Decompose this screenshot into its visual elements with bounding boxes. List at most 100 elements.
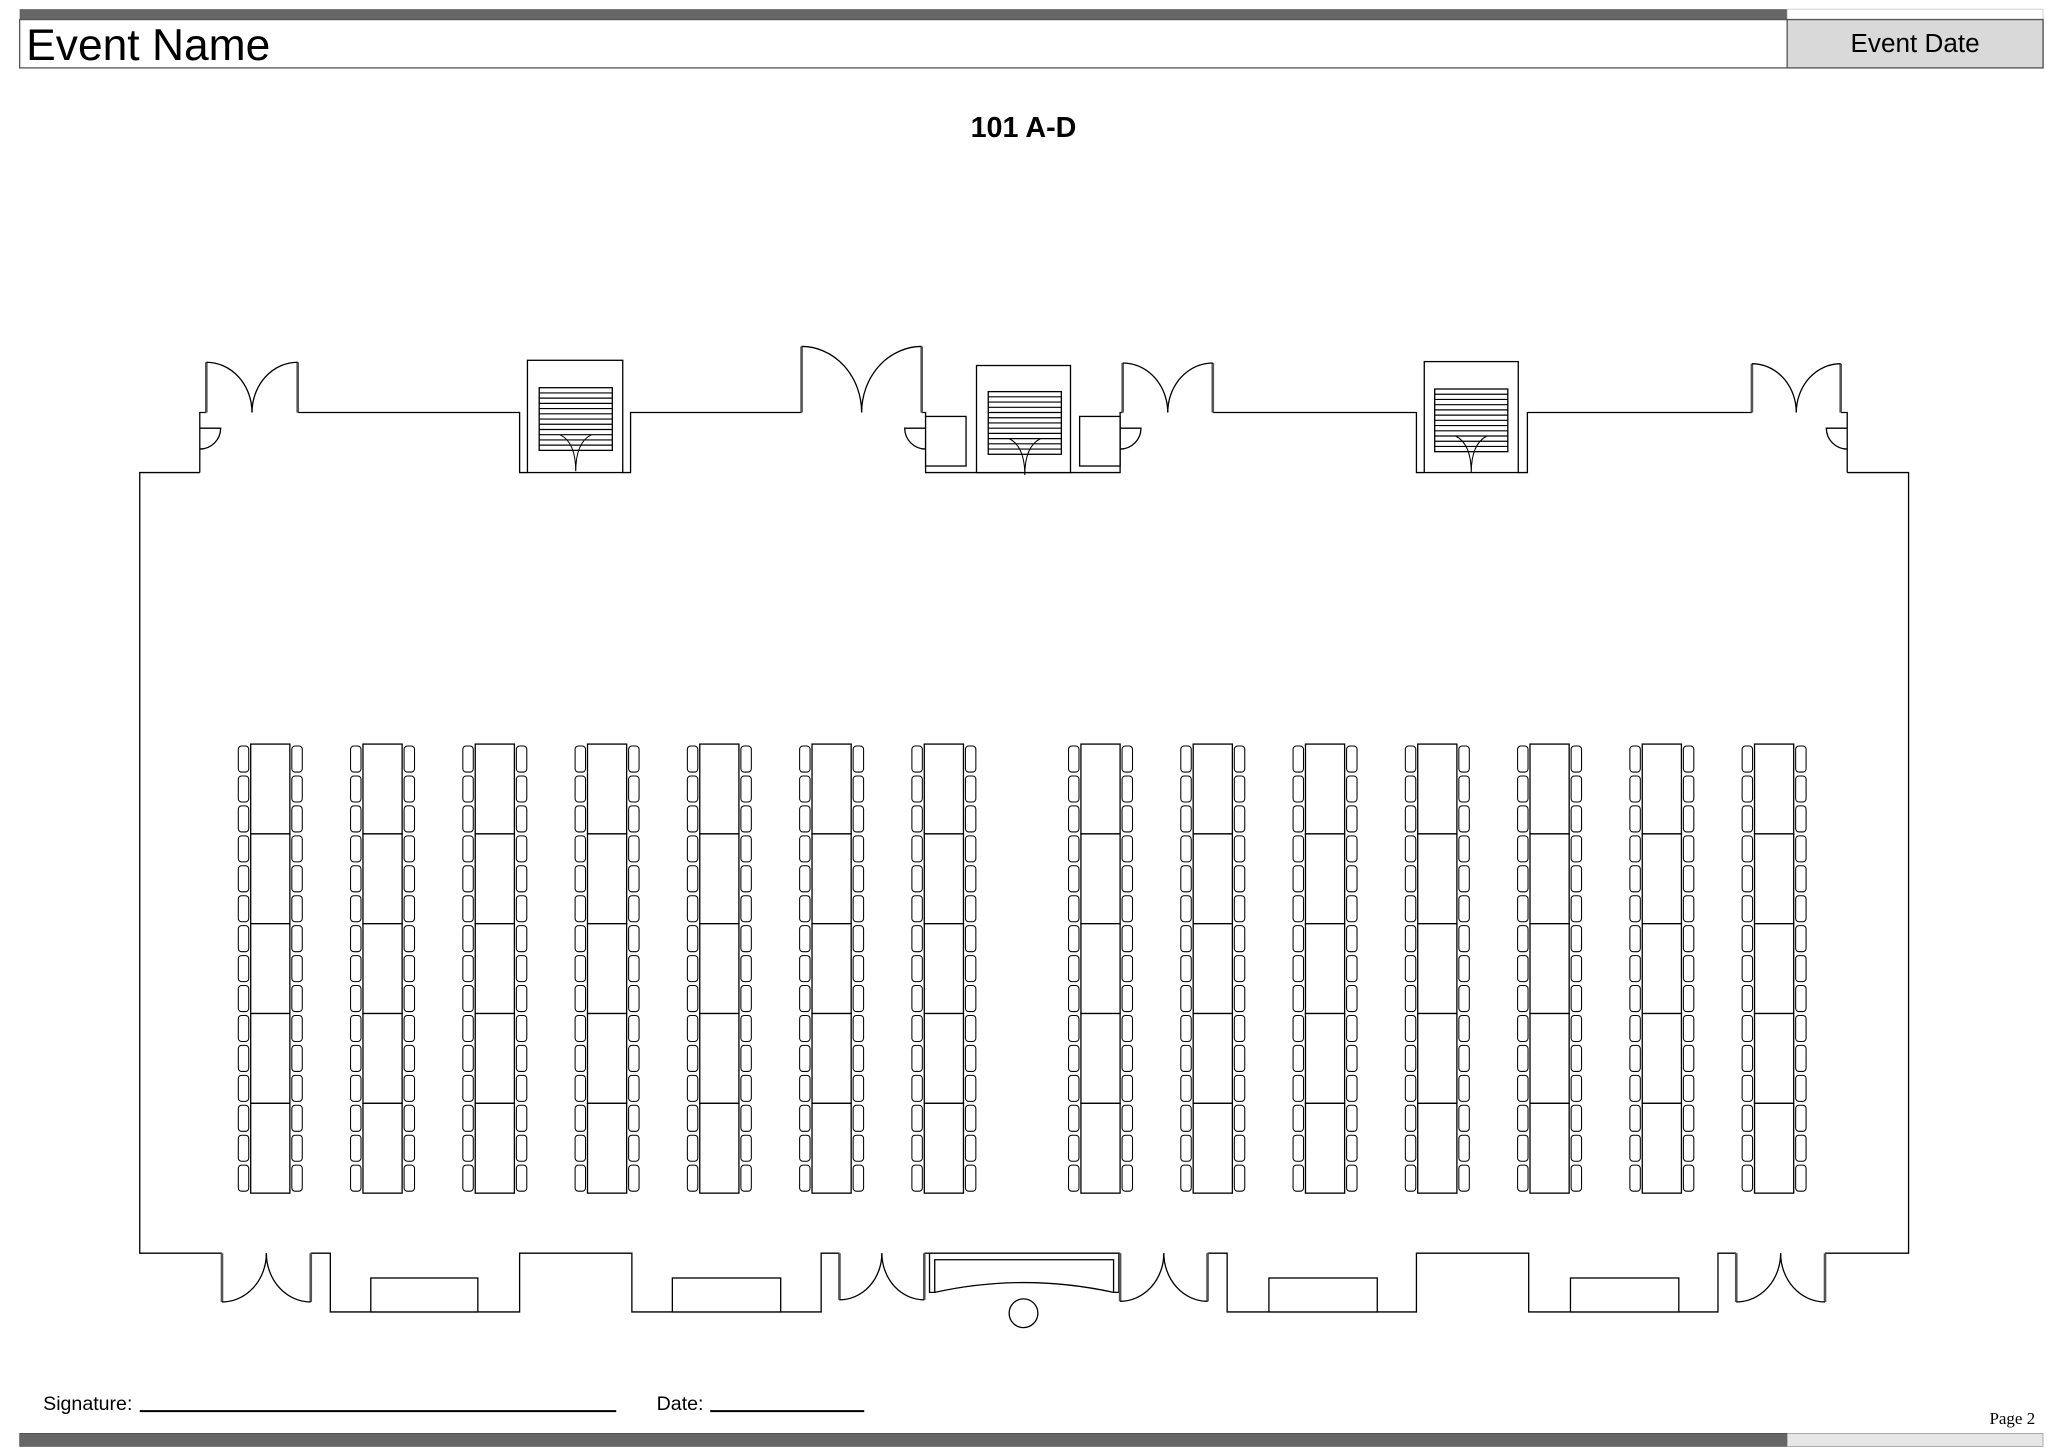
chair[interactable] [1068,1014,1080,1043]
table[interactable] [923,743,965,835]
chair[interactable] [1121,805,1134,833]
table[interactable] [699,833,740,925]
chair[interactable] [799,955,811,983]
chair[interactable] [1570,745,1583,773]
chair[interactable] [911,1014,923,1043]
table[interactable] [1753,743,1795,835]
chair[interactable] [964,775,977,803]
chair[interactable] [1741,865,1754,893]
chair[interactable] [628,1044,640,1072]
chair[interactable] [237,1074,250,1102]
chair[interactable] [1795,835,1807,863]
chair[interactable] [799,1164,811,1192]
double-door[interactable] [838,1253,926,1301]
table[interactable] [1304,833,1346,925]
chair[interactable] [1121,1164,1134,1192]
chair[interactable] [1068,925,1080,953]
chair[interactable] [350,1134,362,1162]
chair[interactable] [462,1014,474,1043]
table[interactable] [1192,1102,1234,1194]
chair[interactable] [1233,865,1246,893]
chair[interactable] [1570,775,1583,803]
chair[interactable] [740,925,752,953]
chair[interactable] [799,925,811,953]
chair[interactable] [1180,805,1192,833]
chair[interactable] [1068,1164,1080,1192]
chair[interactable] [1741,1134,1754,1162]
chair[interactable] [911,1044,923,1072]
chair[interactable] [799,775,811,803]
chair[interactable] [1517,865,1529,893]
chair[interactable] [1292,985,1305,1013]
chair[interactable] [237,1104,250,1132]
event-name[interactable]: Event Name [26,21,270,70]
table[interactable] [1417,743,1458,835]
chair[interactable] [515,1134,528,1162]
chair[interactable] [1292,805,1305,833]
chair[interactable] [462,1074,474,1102]
chair[interactable] [291,1104,303,1132]
chair[interactable] [1795,1014,1807,1043]
chair[interactable] [964,955,977,983]
chair[interactable] [628,865,640,893]
chair[interactable] [1458,865,1470,893]
chair[interactable] [686,955,699,983]
chair[interactable] [1570,805,1583,833]
chair[interactable] [350,1074,362,1102]
chair[interactable] [1517,955,1529,983]
chair[interactable] [515,835,528,863]
chair[interactable] [852,1014,865,1043]
chair[interactable] [515,775,528,803]
chair[interactable] [1292,1014,1305,1043]
chair[interactable] [964,835,977,863]
chair[interactable] [740,865,752,893]
chair[interactable] [852,1164,865,1192]
chair[interactable] [462,1134,474,1162]
chair[interactable] [1682,955,1695,983]
chair[interactable] [1570,1044,1583,1072]
chair[interactable] [291,835,303,863]
chair[interactable] [740,1134,752,1162]
table[interactable] [586,833,628,925]
chair[interactable] [1233,1134,1246,1162]
chair[interactable] [1517,1044,1529,1072]
chair[interactable] [1570,865,1583,893]
chair[interactable] [1292,925,1305,953]
table[interactable] [250,923,291,1015]
single-door[interactable] [1120,427,1142,450]
double-door[interactable] [1734,1253,1827,1303]
chair[interactable] [403,745,416,773]
chair[interactable] [1233,985,1246,1013]
chair[interactable] [291,1074,303,1102]
chair[interactable] [350,1104,362,1132]
table[interactable] [811,833,852,925]
chair[interactable] [1682,1164,1695,1192]
chair[interactable] [740,1104,752,1132]
table[interactable] [1080,833,1121,925]
chair[interactable] [350,1164,362,1192]
chair[interactable] [1517,805,1529,833]
chair[interactable] [1180,1044,1192,1072]
chair[interactable] [799,805,811,833]
chair[interactable] [1682,865,1695,893]
table[interactable] [1529,923,1570,1015]
chair[interactable] [1121,1014,1134,1043]
double-door[interactable] [220,1253,313,1303]
chair[interactable] [1458,835,1470,863]
chair[interactable] [1292,1104,1305,1132]
chair[interactable] [1629,745,1641,773]
chair[interactable] [574,1044,587,1072]
chair[interactable] [686,1074,699,1102]
chair[interactable] [964,805,977,833]
chair[interactable] [237,1164,250,1192]
chair[interactable] [740,1044,752,1072]
chair[interactable] [1629,805,1641,833]
chair[interactable] [1682,1104,1695,1132]
chair[interactable] [1180,955,1192,983]
chair[interactable] [628,985,640,1013]
chair[interactable] [1121,835,1134,863]
chair[interactable] [799,1074,811,1102]
chair[interactable] [1068,865,1080,893]
table[interactable] [1192,1012,1234,1104]
chair[interactable] [1458,1164,1470,1192]
